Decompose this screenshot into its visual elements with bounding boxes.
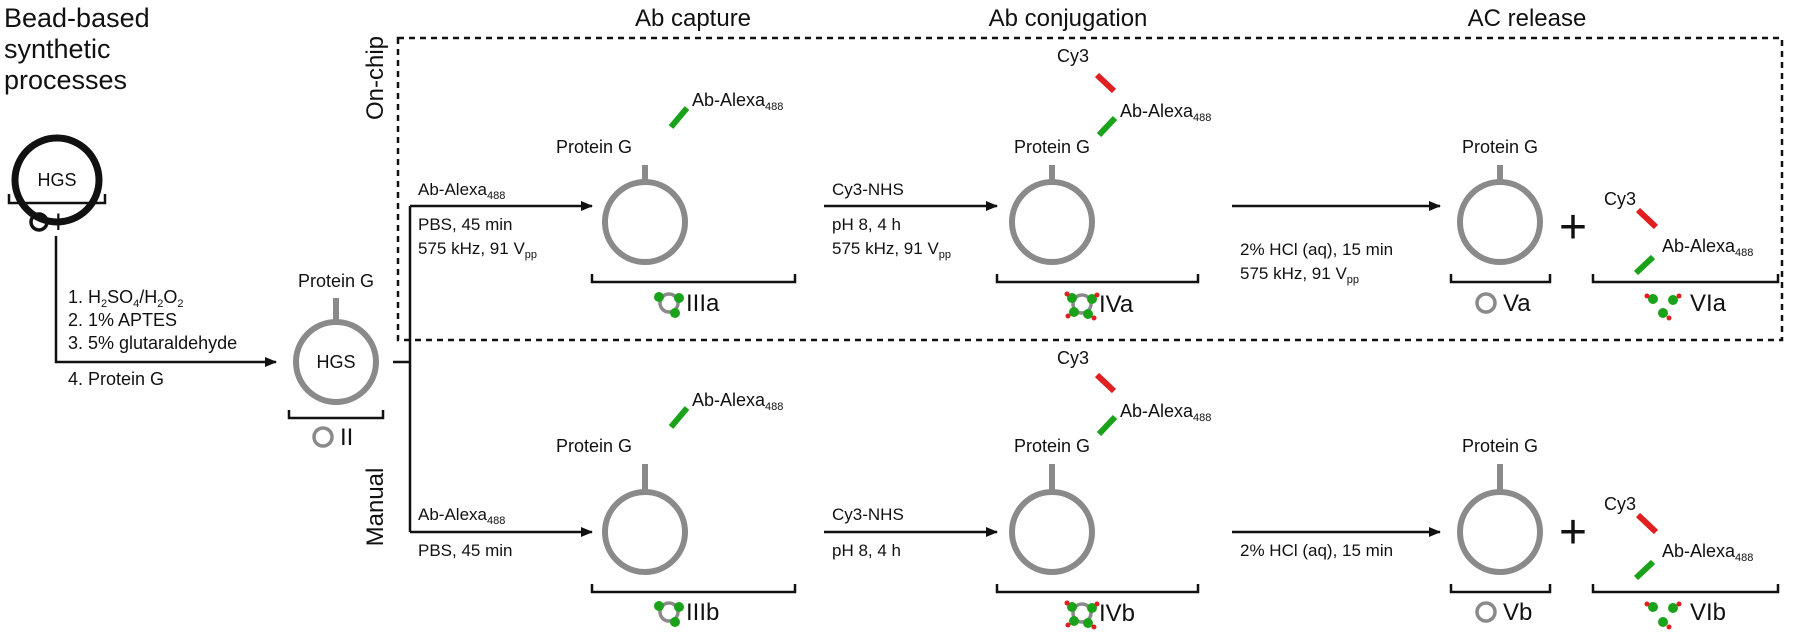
bracket-iiia	[590, 274, 797, 284]
plus-sign-a: +	[1559, 201, 1587, 254]
cond-capture-buffer-a: PBS, 45 min	[418, 215, 513, 234]
mini-bead-ii	[312, 426, 334, 448]
cy3-mark-via	[1635, 207, 1659, 230]
cy3-label-ivb: Cy3	[1057, 348, 1089, 368]
compound-iiib: IIIb	[686, 599, 719, 626]
cond-capture-buffer-b: PBS, 45 min	[418, 541, 513, 560]
ab-label-iiib: Ab-Alexa488	[692, 390, 783, 413]
step-1: 1. H2SO4/H2O2	[68, 287, 184, 310]
cond-capture-reagent-b: Ab-Alexa488	[418, 505, 505, 527]
bead-iiia: Protein G Ab-Alexa488	[556, 90, 783, 265]
hgs-label: HGS	[37, 170, 76, 190]
cond-conj-reagent-b: Cy3-NHS	[832, 505, 904, 524]
title-line-1: Bead-based	[4, 3, 150, 33]
stage-header-conjugation: Ab conjugation	[989, 5, 1148, 32]
ab-label-ivb: Ab-Alexa488	[1120, 401, 1211, 424]
antibody-mark-iiia	[668, 106, 690, 129]
protein-g-label: Protein G	[298, 271, 374, 291]
mini-bead-va	[1475, 292, 1497, 314]
bead-iva: Protein G Cy3 Ab-Alexa488	[1009, 46, 1211, 265]
ab-label-iva: Ab-Alexa488	[1120, 101, 1211, 124]
bracket-vib	[1591, 584, 1780, 594]
stage-header-release: AC release	[1468, 5, 1587, 32]
cy3-label-vib: Cy3	[1604, 494, 1636, 514]
protein-g-label-iiib: Protein G	[556, 436, 632, 456]
arrow-i-to-ii	[54, 236, 277, 367]
compound-vb: Vb	[1503, 599, 1532, 626]
cy3-label-iva: Cy3	[1057, 46, 1089, 66]
cond-release-a: 2% HCl (aq), 15 min	[1240, 240, 1393, 259]
hgs-label-ii: HGS	[316, 352, 355, 372]
bracket-i	[7, 194, 107, 205]
step-4: 4. Protein G	[68, 369, 164, 389]
cond-acoustic-conj: 575 kHz, 91 Vpp	[832, 239, 951, 261]
bracket-via	[1591, 274, 1780, 284]
compound-via: VIa	[1690, 290, 1727, 317]
antibody-mark-iiib	[668, 406, 690, 429]
bead-iiib: Protein G Ab-Alexa488	[556, 390, 783, 575]
bead-ivb: Protein G Cy3 Ab-Alexa488	[1009, 348, 1211, 575]
cond-capture-reagent-a: Ab-Alexa488	[418, 180, 505, 202]
protein-g-label-iiia: Protein G	[556, 137, 632, 157]
mini-bead-iva	[1064, 291, 1100, 321]
mini-bead-vb	[1475, 601, 1497, 623]
bracket-vb	[1449, 584, 1552, 594]
title-line-3: processes	[4, 65, 127, 95]
bead-vb: Protein G	[1457, 436, 1543, 575]
mini-conjugates-via	[1644, 293, 1682, 321]
compound-iva: IVa	[1099, 291, 1134, 318]
mini-bead-iiia	[654, 292, 684, 318]
cy3-mark-iva	[1094, 72, 1117, 94]
onchip-dashed-box	[396, 36, 1784, 342]
antibody-mark-iva	[1096, 115, 1118, 138]
compound-i: I	[55, 209, 62, 236]
cond-release-b: 2% HCl (aq), 15 min	[1240, 541, 1393, 560]
ab-label-via: Ab-Alexa488	[1662, 236, 1753, 259]
title-line-2: synthetic	[4, 34, 111, 64]
protein-g-label-va: Protein G	[1462, 137, 1538, 157]
antibody-mark-vib	[1633, 559, 1656, 581]
bead-va: Protein G	[1457, 137, 1543, 265]
side-label-onchip: On-chip	[362, 36, 389, 120]
ab-label-iiia: Ab-Alexa488	[692, 90, 783, 113]
bracket-ivb	[995, 584, 1200, 594]
released-conjugate-via: Cy3 Ab-Alexa488	[1604, 189, 1753, 276]
mini-conjugates-vib	[1644, 601, 1682, 630]
released-conjugate-vib: Cy3 Ab-Alexa488	[1604, 494, 1753, 581]
antibody-mark-ivb	[1096, 414, 1118, 437]
compound-iiia: IIIa	[686, 290, 720, 317]
step-2: 2. 1% APTES	[68, 310, 177, 330]
compound-ii: II	[340, 424, 353, 451]
cond-conj-reagent-a: Cy3-NHS	[832, 180, 904, 199]
bracket-iva	[995, 274, 1200, 284]
bracket-iiib	[590, 584, 797, 594]
protein-g-label-vb: Protein G	[1462, 436, 1538, 456]
cy3-label-via: Cy3	[1604, 189, 1636, 209]
antibody-mark-via	[1633, 254, 1656, 276]
stage-header-capture: Ab capture	[635, 5, 751, 32]
step-3: 3. 5% glutaraldehyde	[68, 333, 237, 353]
mini-bead-i	[29, 212, 49, 232]
ab-label-vib: Ab-Alexa488	[1662, 541, 1753, 564]
side-label-manual: Manual	[362, 468, 389, 547]
mini-bead-ivb	[1064, 600, 1100, 630]
functionalized-bead	[293, 319, 379, 405]
bracket-va	[1449, 274, 1552, 284]
mini-bead-iiib	[654, 601, 684, 627]
cond-acoustic-release: 575 kHz, 91 Vpp	[1240, 264, 1359, 286]
protein-g-label-ivb: Protein G	[1014, 436, 1090, 456]
plus-sign-b: +	[1559, 506, 1587, 559]
bracket-ii	[287, 410, 385, 420]
compound-ivb: IVb	[1099, 600, 1135, 627]
cy3-mark-ivb	[1094, 372, 1117, 394]
compound-va: Va	[1503, 290, 1531, 317]
cond-conj-buffer-a: pH 8, 4 h	[832, 215, 901, 234]
cy3-mark-vib	[1635, 512, 1659, 535]
cond-conj-buffer-b: pH 8, 4 h	[832, 541, 901, 560]
hgs-bead: HGS	[11, 134, 103, 226]
protein-g-label-iva: Protein G	[1014, 137, 1090, 157]
compound-vib: VIb	[1690, 599, 1726, 626]
cond-acoustic-capture: 575 kHz, 91 Vpp	[418, 239, 537, 261]
